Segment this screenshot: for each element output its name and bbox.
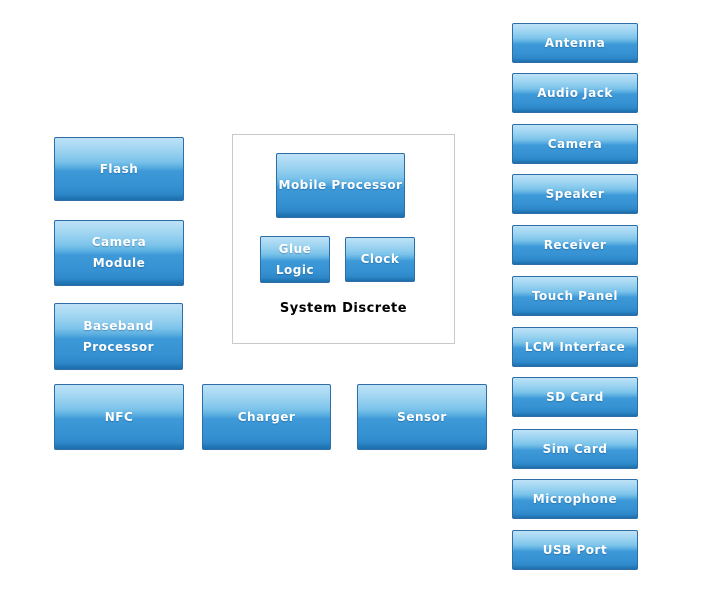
block-sensor[interactable]: Sensor: [357, 384, 487, 450]
block-sim-card[interactable]: Sim Card: [512, 429, 638, 469]
block-audio-jack[interactable]: Audio Jack: [512, 73, 638, 113]
block-usb-port[interactable]: USB Port: [512, 530, 638, 570]
block-camera-module[interactable]: Camera Module: [54, 220, 184, 286]
block-charger-label: Charger: [237, 409, 296, 424]
block-sensor-label: Sensor: [397, 409, 447, 424]
block-usb-port-label: USB Port: [542, 542, 608, 557]
block-baseband-processor-label: Baseband Processor: [82, 318, 155, 354]
block-nfc-label: NFC: [104, 409, 134, 424]
system-discrete-label: System Discrete: [279, 301, 408, 316]
block-camera[interactable]: Camera: [512, 124, 638, 164]
block-clock-label: Clock: [360, 252, 400, 266]
block-receiver-label: Receiver: [543, 237, 607, 252]
block-microphone[interactable]: Microphone: [512, 479, 638, 519]
block-lcm-interface[interactable]: LCM Interface: [512, 327, 638, 367]
block-glue-logic-label: Glue Logic: [275, 241, 315, 277]
block-touch-panel-label: Touch Panel: [531, 288, 619, 303]
block-antenna-label: Antenna: [544, 35, 606, 50]
block-audio-jack-label: Audio Jack: [537, 85, 613, 100]
block-baseband-processor[interactable]: Baseband Processor: [54, 303, 183, 370]
block-lcm-interface-label: LCM Interface: [524, 339, 626, 354]
block-touch-panel[interactable]: Touch Panel: [512, 276, 638, 316]
block-receiver[interactable]: Receiver: [512, 225, 638, 265]
block-clock[interactable]: Clock: [345, 237, 415, 282]
block-glue-logic[interactable]: Glue Logic: [260, 236, 330, 283]
block-sd-card-label: SD Card: [546, 389, 604, 404]
block-microphone-label: Microphone: [532, 491, 618, 506]
block-mobile-processor-label: Mobile Processor: [278, 178, 403, 192]
block-camera-module-label: Camera Module: [91, 235, 147, 270]
block-charger[interactable]: Charger: [202, 384, 331, 450]
block-antenna[interactable]: Antenna: [512, 23, 638, 63]
block-mobile-processor[interactable]: Mobile Processor: [276, 153, 405, 218]
block-speaker[interactable]: Speaker: [512, 174, 638, 214]
block-nfc[interactable]: NFC: [54, 384, 184, 450]
block-sd-card[interactable]: SD Card: [512, 377, 638, 417]
block-sim-card-label: Sim Card: [542, 441, 608, 456]
block-camera-label: Camera: [547, 136, 603, 151]
block-speaker-label: Speaker: [545, 186, 605, 201]
block-flash[interactable]: Flash: [54, 137, 184, 201]
block-flash-label: Flash: [99, 161, 139, 176]
